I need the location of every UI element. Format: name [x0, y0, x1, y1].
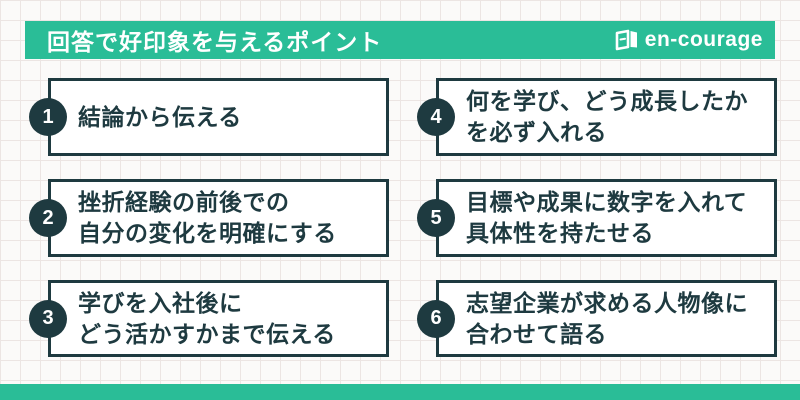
point-line: 学びを入社後に: [78, 289, 243, 316]
point-text-4: 何を学び、どう成長したか を必ず入れる: [466, 86, 774, 148]
point-card-5: 5 目標や成果に数字を入れて 具体性を持たせる: [417, 179, 777, 257]
point-text-2: 挫折経験の前後での 自分の変化を明確にする: [78, 187, 386, 249]
header-bar: 回答で好印象を与えるポイント en-courage: [25, 21, 775, 59]
point-text-1: 結論から伝える: [78, 102, 386, 133]
point-line: 結論から伝える: [78, 103, 242, 130]
points-grid: 1 結論から伝える 4 何を学び、どう成長したか を必ず入れる 2 挫折経験の前…: [29, 78, 777, 357]
footer-accent-bar: [0, 384, 800, 400]
point-line: 志望企業が求める人物像に: [466, 289, 748, 316]
point-line: 合わせて語る: [466, 320, 607, 347]
point-line: を必ず入れる: [466, 119, 607, 145]
point-text-6: 志望企業が求める人物像に 合わせて語る: [466, 288, 774, 350]
point-card-2: 2 挫折経験の前後での 自分の変化を明確にする: [29, 179, 389, 257]
point-text-5: 目標や成果に数字を入れて 具体性を持たせる: [466, 187, 774, 249]
point-line: どう活かすかまで伝える: [78, 320, 336, 347]
point-text-3: 学びを入社後に どう活かすかまで伝える: [78, 288, 386, 350]
point-card-6: 6 志望企業が求める人物像に 合わせて語る: [417, 280, 777, 357]
book-icon: [614, 28, 640, 52]
point-number-badge-6: 6: [417, 299, 455, 338]
point-number-badge-2: 2: [29, 199, 67, 237]
brand-name: en-courage: [644, 28, 763, 51]
point-line: 挫折経験の前後での: [78, 189, 290, 215]
point-card-3: 3 学びを入社後に どう活かすかまで伝える: [29, 280, 389, 357]
point-line: 目標や成果に数字を入れて: [466, 189, 748, 215]
point-card-4: 4 何を学び、どう成長したか を必ず入れる: [417, 78, 777, 156]
point-line: 具体性を持たせる: [466, 220, 654, 246]
brand-logo: en-courage: [614, 28, 763, 52]
point-line: 自分の変化を明確にする: [78, 220, 337, 246]
point-number-badge-4: 4: [417, 98, 455, 136]
point-number-badge-3: 3: [29, 299, 67, 338]
point-card-1: 1 結論から伝える: [29, 78, 389, 156]
point-line: 何を学び、どう成長したか: [466, 88, 748, 114]
page-title: 回答で好印象を与えるポイント: [47, 29, 383, 55]
point-number-badge-1: 1: [29, 98, 67, 136]
point-number-badge-5: 5: [417, 199, 455, 237]
